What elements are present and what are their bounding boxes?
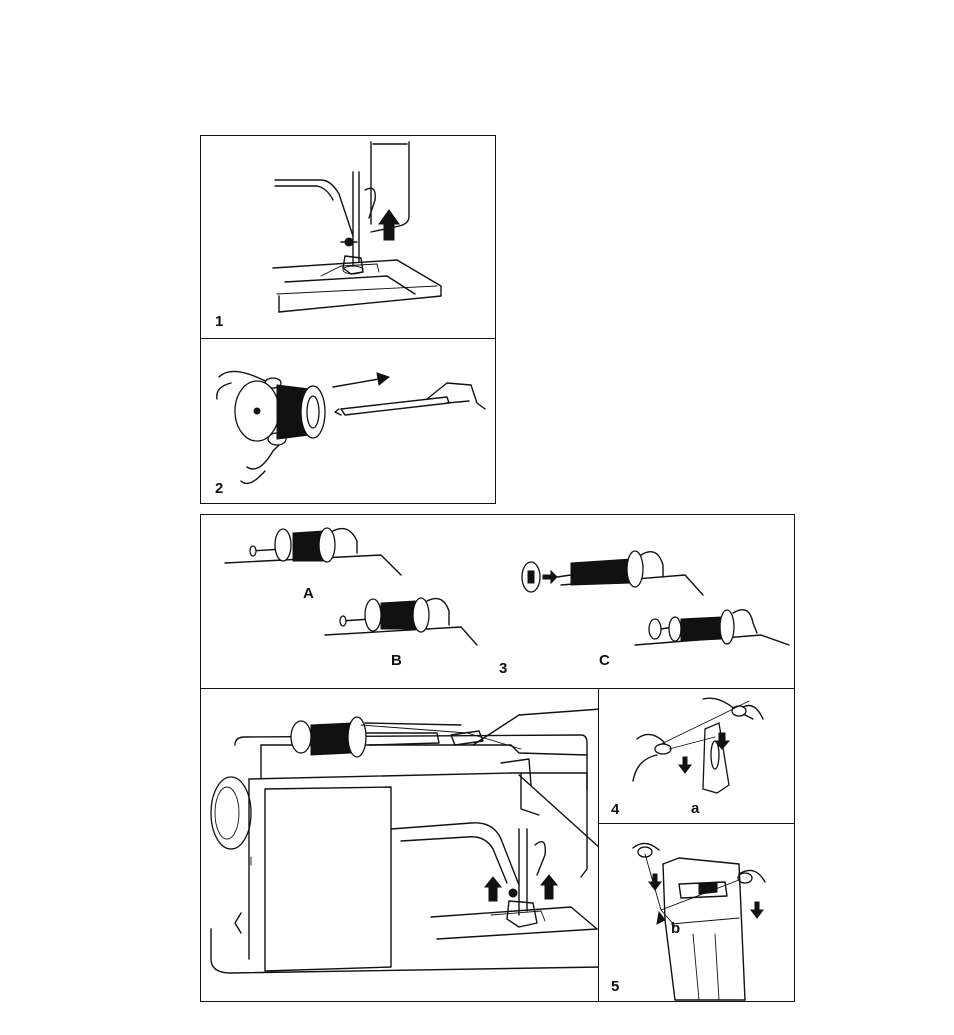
figure-3-panel: A B 3 C [200, 514, 795, 690]
tension-threading-illustration [599, 824, 796, 1003]
figure-number: 1 [215, 314, 223, 329]
up-arrow-icon [541, 875, 557, 899]
down-arrow-icon [679, 757, 691, 773]
presser-foot-raise-illustration [201, 136, 497, 341]
figure-1-panel: 1 [200, 135, 496, 340]
sublabel-a: a [691, 801, 699, 816]
machine-threading-panel [200, 688, 600, 1002]
sublabel-a: A [303, 586, 314, 601]
right-arrow-icon [377, 373, 389, 385]
figure-number: 3 [499, 661, 507, 676]
spool-variant-c-bottom [635, 610, 789, 645]
sublabel-c: C [599, 653, 610, 668]
spool-placement-illustration [201, 339, 497, 505]
sublabel-b: b [671, 921, 680, 936]
figure-number: 2 [215, 481, 223, 496]
spool-variant-a [225, 528, 401, 575]
sublabel-b: B [391, 653, 402, 668]
sewing-machine-illustration [201, 689, 601, 1003]
spool-variant-c-top [522, 551, 703, 595]
spool-variant-b [325, 598, 477, 645]
figure-2-panel: 2 [200, 338, 496, 504]
figure-4-panel: 4 a [598, 688, 795, 825]
down-arrow-icon [751, 902, 763, 918]
up-arrow-icon [485, 877, 501, 901]
thread-spool-icon [311, 723, 351, 755]
figure-number: 4 [611, 802, 619, 817]
figure-5-panel: b 5 [598, 823, 795, 1002]
up-arrow-icon [379, 210, 399, 240]
down-arrow-icon [649, 874, 661, 890]
figure-number: 5 [611, 979, 619, 994]
